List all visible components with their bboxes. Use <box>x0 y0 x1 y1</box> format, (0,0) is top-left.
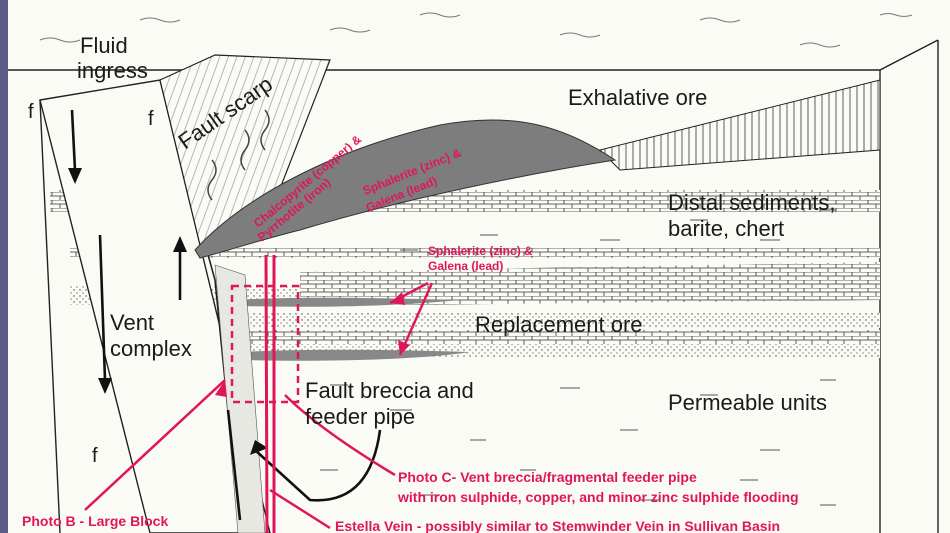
exhalative-ore-mound <box>194 119 617 259</box>
pointer-arrowheads <box>215 292 410 397</box>
layer-brick-right <box>300 262 880 306</box>
layer-dots-mid <box>230 313 880 328</box>
fault-breccia-label-1: Fault breccia and <box>305 378 474 403</box>
fluid-ingress-label-1: Fluid <box>80 33 128 58</box>
estella-vein-lines <box>264 254 276 533</box>
photo-c-box <box>230 284 300 404</box>
flow-arrows <box>70 109 382 521</box>
fluid-ingress-label-2: ingress <box>77 58 148 83</box>
sphalerite-lower-label-2: Galena (lead) <box>428 259 503 273</box>
estella-vein-label: Estella Vein - possibly similar to Stemw… <box>335 518 780 533</box>
permeable-units-label: Permeable units <box>668 390 827 415</box>
water-marks <box>39 12 913 48</box>
fault-left <box>39 99 61 533</box>
vent-complex-label-1: Vent <box>110 310 154 335</box>
exhalative-ore-label: Exhalative ore <box>568 85 707 110</box>
flow-arrowheads <box>68 168 268 455</box>
photo-c-label-2: with iron sulphide, copper, and minor zi… <box>397 489 799 505</box>
breccia-zone <box>214 264 266 533</box>
vent-complex-label-2: complex <box>110 336 192 361</box>
chert-hatch <box>599 79 881 171</box>
f-mark-top: f <box>148 108 154 130</box>
smoke-plumes <box>207 109 270 201</box>
f-mark-bottom: f <box>92 445 98 467</box>
replacement-ore-label: Replacement ore <box>475 312 643 337</box>
distal-sediments-label-2: barite, chert <box>668 216 784 241</box>
layer-brick-lower <box>230 330 880 344</box>
sediment-dashes <box>320 209 836 506</box>
layer-brick-mid <box>70 248 880 258</box>
sphalerite-lower-label-1: Sphalerite (zinc) & <box>428 244 533 258</box>
f-mark-left: f <box>28 101 34 123</box>
distal-sediments-label-1: Distal sediments, <box>668 190 836 215</box>
fault-breccia-label-2: feeder pipe <box>305 404 415 429</box>
photo-c-label-1: Photo C- Vent breccia/fragmental feeder … <box>398 469 697 485</box>
photo-b-label: Photo B - Large Block <box>22 513 168 529</box>
vent-column <box>39 79 271 533</box>
